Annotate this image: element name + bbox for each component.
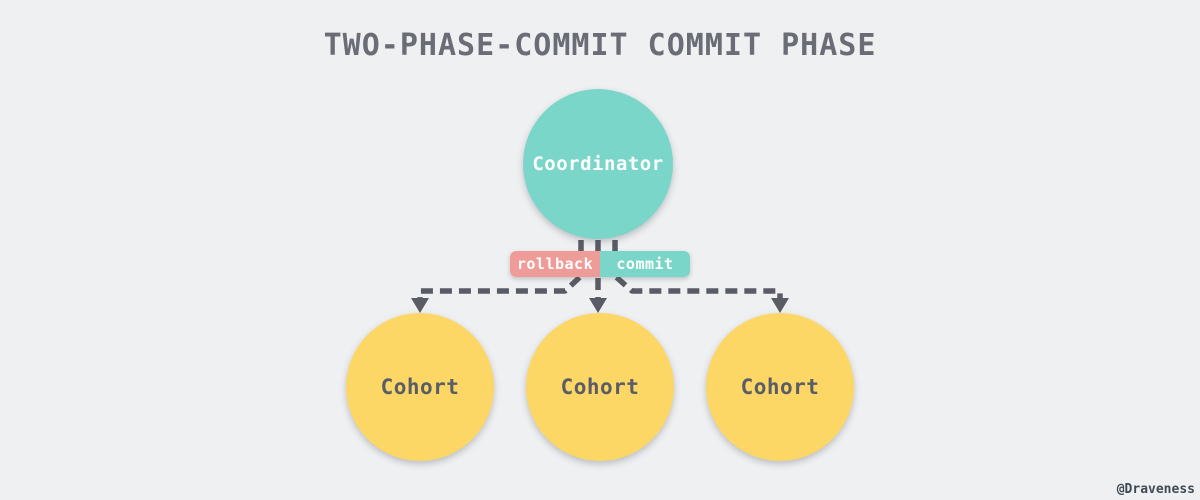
node-cohort-1: Cohort	[346, 313, 494, 461]
node-cohort-3: Cohort	[706, 313, 854, 461]
diagram-title: TWO-PHASE-COMMIT COMMIT PHASE	[323, 28, 877, 63]
node-coordinator-label: Coordinator	[532, 153, 664, 175]
node-cohort-2: Cohort	[526, 313, 674, 461]
node-cohort-3-label: Cohort	[740, 375, 820, 399]
node-cohort-2-label: Cohort	[560, 375, 640, 399]
node-coordinator: Coordinator	[523, 89, 673, 239]
arrowhead-left-icon	[411, 298, 429, 313]
watermark: @Draveness	[1116, 482, 1195, 497]
edge-label-commit: commit	[600, 251, 690, 277]
edge-label-rollback: rollback	[510, 251, 600, 277]
arrowhead-middle-icon	[589, 298, 607, 313]
node-cohort-1-label: Cohort	[380, 375, 460, 399]
edge-labels-group: rollback commit	[510, 251, 690, 277]
arrowhead-right-icon	[771, 298, 789, 313]
